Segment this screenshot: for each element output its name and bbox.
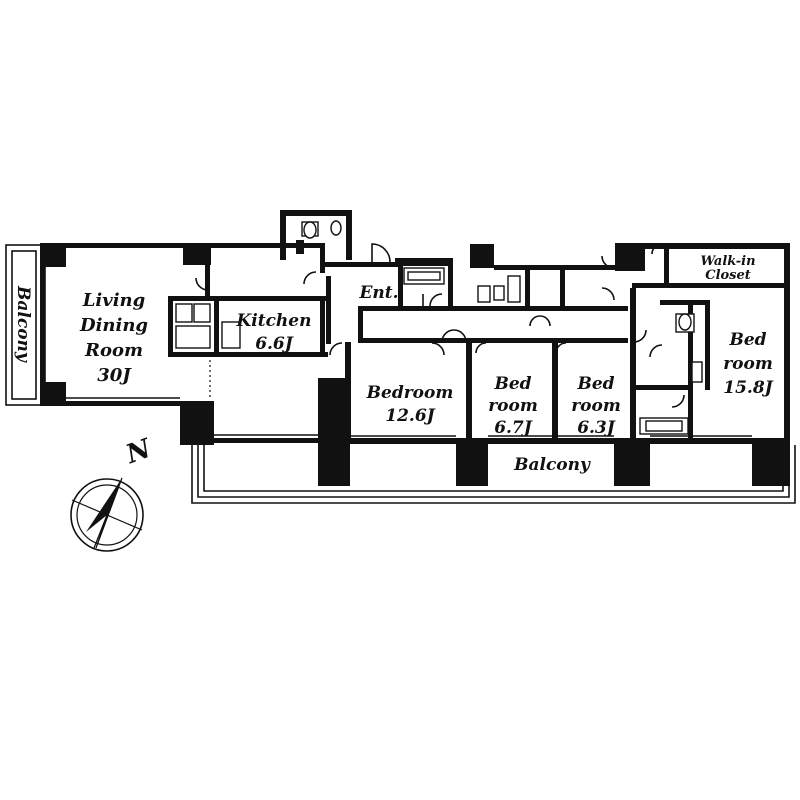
svg-text:Room: Room xyxy=(84,340,143,361)
bedroom-12-label: Bedroom 12.6J xyxy=(366,383,454,426)
bedroom-6-3-label: Bed room 6.3J xyxy=(571,374,621,438)
svg-text:room: room xyxy=(723,354,773,374)
svg-text:Living: Living xyxy=(82,290,145,311)
windows xyxy=(44,267,752,437)
svg-text:room: room xyxy=(571,396,621,416)
bedroom-6-7-label: Bed room 6.7J xyxy=(488,374,538,438)
svg-text:Bedroom: Bedroom xyxy=(366,383,454,403)
svg-text:Bed: Bed xyxy=(493,374,531,394)
north-compass-icon: N xyxy=(70,433,156,552)
svg-text:Closet: Closet xyxy=(705,268,751,283)
interior-walls xyxy=(168,262,710,438)
kitchen-label: Kitchen 6.6J xyxy=(236,311,312,354)
svg-text:Dining: Dining xyxy=(79,315,148,336)
exterior-walls xyxy=(40,210,790,486)
svg-text:room: room xyxy=(488,396,538,416)
svg-text:6.3J: 6.3J xyxy=(577,418,616,438)
west-balcony-label: Balcony xyxy=(13,285,33,363)
doors xyxy=(195,243,685,408)
svg-text:Walk-in: Walk-in xyxy=(700,254,755,269)
svg-text:Kitchen: Kitchen xyxy=(236,311,312,331)
svg-text:15.8J: 15.8J xyxy=(723,378,773,398)
svg-text:6.7J: 6.7J xyxy=(494,418,533,438)
walk-in-closet-label: Walk-in Closet xyxy=(700,254,755,283)
svg-text:Bed: Bed xyxy=(576,374,614,394)
svg-text:12.6J: 12.6J xyxy=(385,406,435,426)
south-balcony-rails xyxy=(191,445,796,504)
bedroom-15-8-label: Bed room 15.8J xyxy=(723,330,773,398)
south-balcony-label: Balcony xyxy=(513,455,591,475)
compass-n-label: N xyxy=(121,433,156,470)
entrance-label: Ent. xyxy=(358,283,398,303)
svg-text:30J: 30J xyxy=(97,365,132,386)
svg-text:Bed: Bed xyxy=(728,330,766,350)
living-dining-label: Living Dining Room 30J xyxy=(79,290,148,386)
svg-text:6.6J: 6.6J xyxy=(255,334,294,354)
fixtures xyxy=(175,220,703,435)
